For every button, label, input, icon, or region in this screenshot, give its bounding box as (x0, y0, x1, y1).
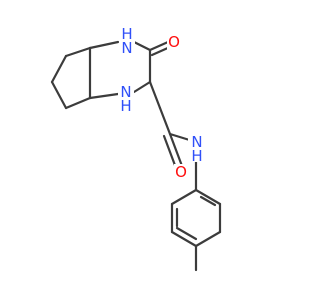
bond (148, 80, 162, 110)
atom-h: H (121, 25, 132, 43)
atom-o: O (175, 163, 187, 181)
piperazinone-ring (88, 40, 172, 100)
bond (170, 188, 198, 206)
structure-canvas: H N N H O O N H (50, 25, 222, 272)
bond (175, 226, 198, 241)
bond (168, 132, 184, 168)
bond (194, 188, 222, 206)
bond (170, 230, 198, 248)
cyclohexane-ring (50, 46, 92, 110)
bond (50, 54, 68, 84)
bond (88, 92, 120, 100)
molecule-drawing: H N N H O O N H (50, 25, 222, 272)
bond (64, 46, 92, 58)
bond (148, 40, 170, 52)
bond (162, 134, 178, 170)
bond (64, 96, 92, 110)
ketone-oxygen: O (167, 33, 181, 51)
tolyl-ring (170, 158, 222, 272)
ring-nh-top: H N (119, 25, 135, 57)
atom-n: N (121, 39, 132, 57)
ring-nh-bottom: N H (118, 83, 134, 115)
atom-h: H (191, 147, 202, 165)
bond (88, 40, 120, 50)
bond (50, 80, 68, 110)
atom-o: O (168, 33, 180, 51)
bond (199, 195, 217, 207)
amide-nh: N H (188, 133, 206, 165)
bond (158, 106, 172, 136)
bond (132, 80, 152, 94)
atom-n: N (191, 133, 202, 151)
bond (194, 230, 222, 248)
bond (132, 40, 152, 52)
atom-labels: H N N H O O N H (118, 25, 206, 181)
atom-h: H (120, 97, 131, 115)
amide-oxygen: O (174, 163, 188, 181)
atom-n: N (120, 83, 131, 101)
